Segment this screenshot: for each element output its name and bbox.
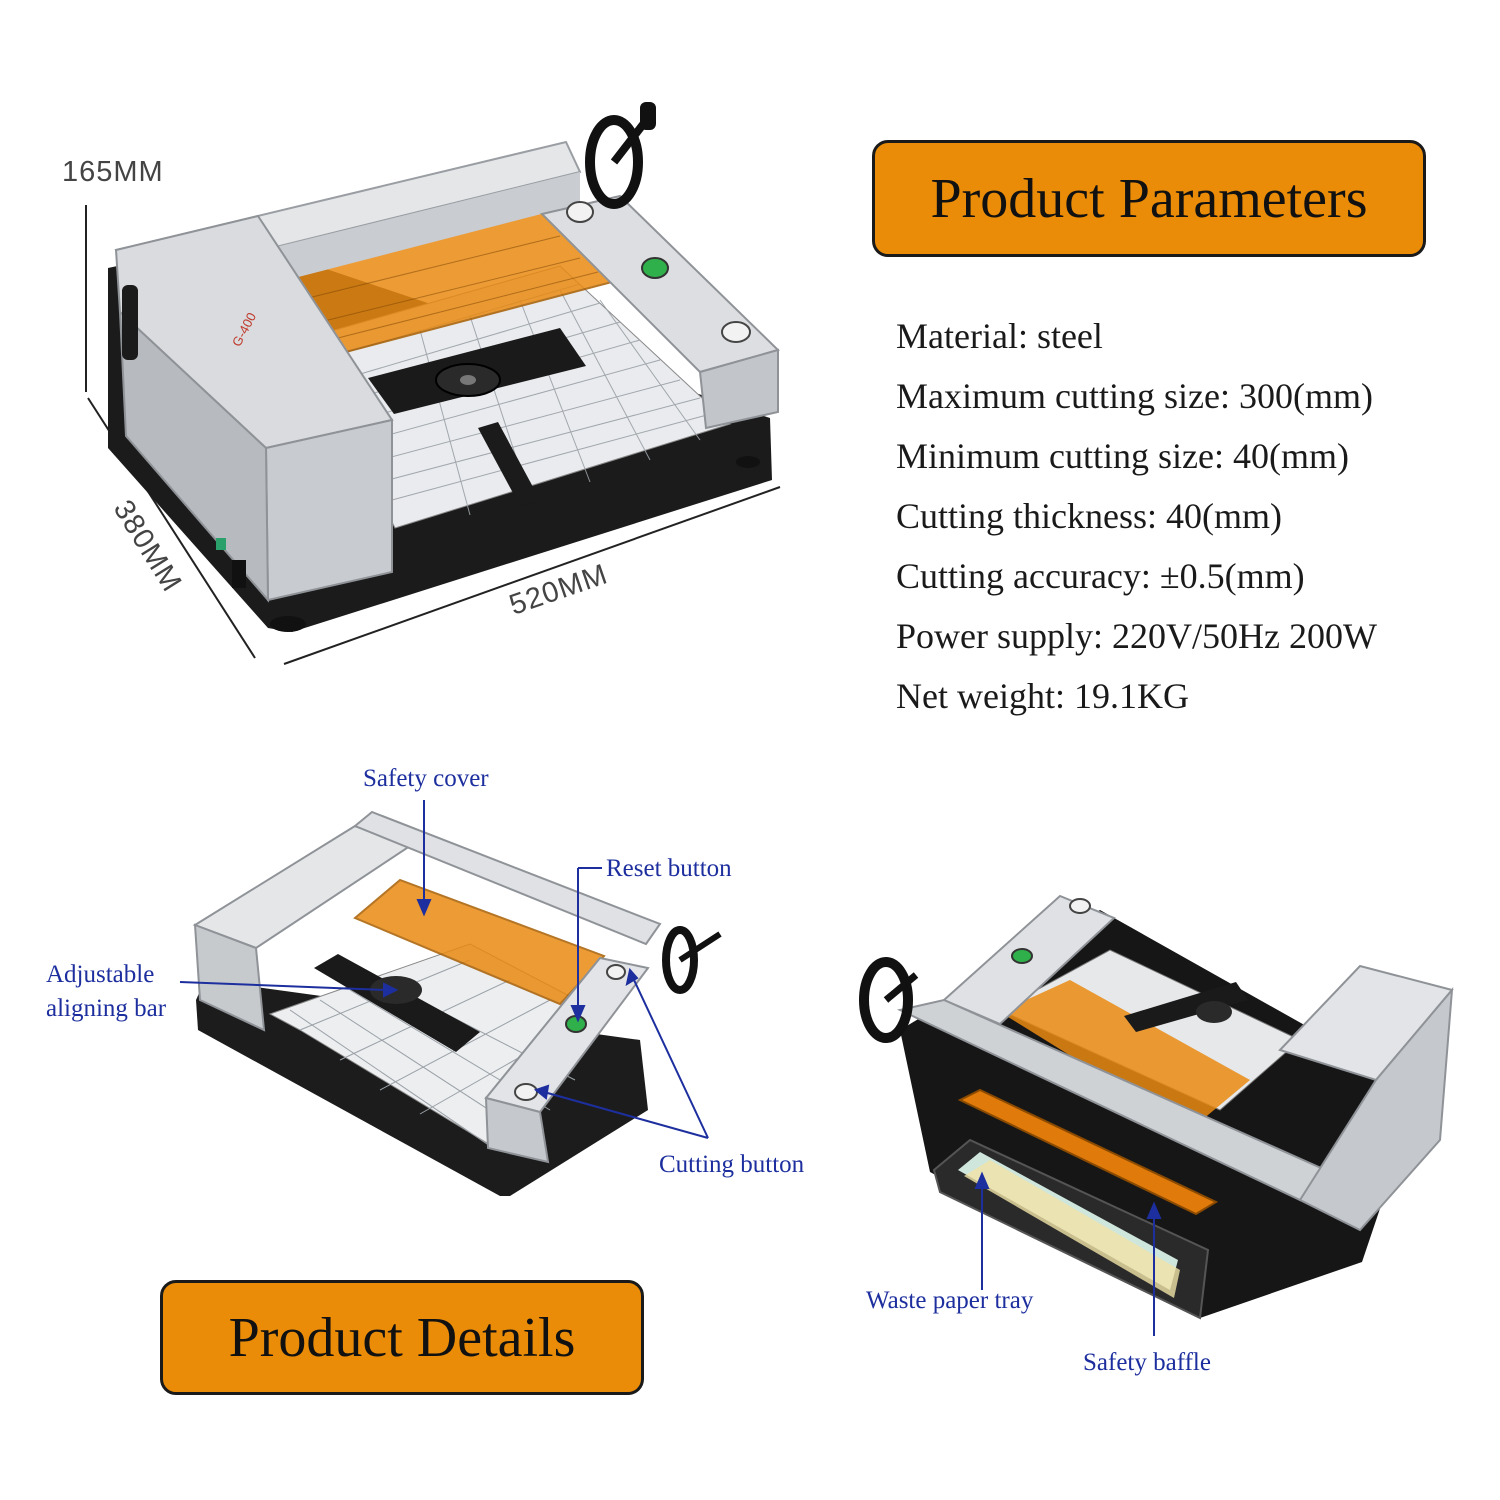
- cutting-button-callout: Cutting button: [659, 1151, 805, 1178]
- back-aligning-bar: [1124, 982, 1248, 1032]
- knob-center: [460, 375, 476, 385]
- product-details-title: Product Details: [228, 1306, 576, 1369]
- safety-cover-callout: Safety cover: [363, 765, 489, 792]
- product-parameters-banner: Product Parameters: [872, 140, 1426, 257]
- back-tray-paper-layer: [964, 1160, 1180, 1298]
- detail-right-housing-front: [484, 1096, 550, 1164]
- hand-wheel-icon: [585, 115, 643, 209]
- back-safety-baffle: [957, 1088, 1219, 1216]
- param-cutting-thickness: Cutting thickness: 40(mm): [896, 496, 1282, 536]
- cutting-button-top-icon: [721, 321, 751, 343]
- reset-button-top-icon: [566, 201, 594, 223]
- back-green-button-icon: [1011, 948, 1033, 964]
- adjustable-bar-callout-line2: aligning bar: [46, 995, 167, 1022]
- back-safety-cover: [1000, 980, 1250, 1130]
- back-crank-icon: [883, 972, 919, 1003]
- detail-top-rail: [353, 810, 662, 946]
- detail-safety-cover: [353, 878, 606, 1006]
- adjustable-bar-callout-line1: Adjustable: [46, 961, 155, 988]
- wheel-grip-icon: [640, 102, 656, 130]
- reset-button-callout: Reset button: [606, 855, 732, 882]
- right-housing-front: [698, 348, 779, 430]
- detail-callout-lines: [179, 800, 709, 1139]
- green-power-button-icon: [641, 257, 669, 279]
- switch-indicator-icon: [216, 538, 226, 550]
- param-cutting-accuracy: Cutting accuracy: ±0.5(mm): [896, 556, 1305, 596]
- left-housing-side: [118, 309, 270, 603]
- back-callout-lines: [974, 1171, 1162, 1336]
- param-max-cutting-size: Maximum cutting size: 300(mm): [896, 376, 1373, 416]
- detail-reset-button-icon: [606, 964, 626, 980]
- cover-grid-lines: [299, 235, 599, 341]
- back-right-housing-front: [1298, 986, 1454, 1232]
- param-net-weight: Net weight: 19.1KG: [896, 676, 1189, 716]
- product-details-banner: Product Details: [160, 1280, 644, 1395]
- back-hand-wheel-icon: [859, 957, 913, 1043]
- param-power-supply: Power supply: 220V/50Hz 200W: [896, 616, 1377, 656]
- param-min-cutting-size: Minimum cutting size: 40(mm): [896, 436, 1349, 476]
- height-dimension-label: 165MM: [62, 156, 164, 188]
- detail-hand-wheel-icon: [662, 926, 698, 994]
- detail-crank-icon: [678, 931, 722, 963]
- safety-baffle-callout: Safety baffle: [1083, 1349, 1211, 1376]
- param-material: Material: steel: [896, 316, 1103, 356]
- width-dimension-line: [283, 486, 781, 665]
- base-foot-icon: [736, 456, 760, 468]
- back-reset-button-icon: [1069, 898, 1091, 914]
- power-switch-icon: [232, 560, 246, 588]
- base-foot-icon: [270, 616, 306, 632]
- waste-paper-tray-callout: Waste paper tray: [866, 1287, 1034, 1314]
- product-parameters-title: Product Parameters: [930, 167, 1368, 230]
- parameters-list: Material: steel Maximum cutting size: 30…: [896, 308, 1486, 728]
- side-handle-icon: [122, 285, 138, 360]
- detail-left-housing-front: [193, 923, 266, 1032]
- center-slot: [478, 422, 540, 506]
- back-knob-icon: [1196, 1001, 1232, 1023]
